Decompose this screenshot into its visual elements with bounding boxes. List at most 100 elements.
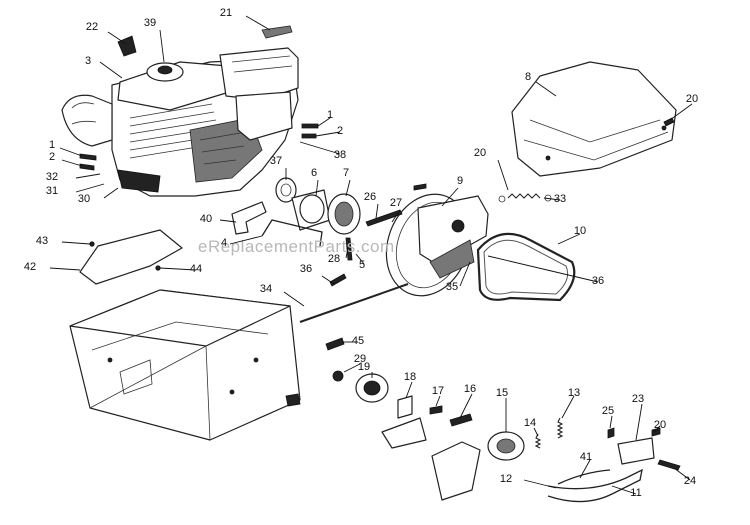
callout-leader-p16 xyxy=(459,393,473,419)
callout-label-p14: 14 xyxy=(524,417,536,429)
callout-label-p6: 6 xyxy=(311,167,317,179)
callout-leader-p1a xyxy=(317,117,331,127)
callout-label-p20b: 20 xyxy=(474,147,486,159)
callout-label-p25: 25 xyxy=(602,405,614,417)
callout-leader-p36b xyxy=(487,255,599,283)
callout-leader-p5 xyxy=(355,253,365,265)
callout-label-p3: 3 xyxy=(85,55,91,67)
callout-leader-p24 xyxy=(673,467,691,481)
callout-leader-p7 xyxy=(345,179,351,197)
callout-label-p13: 13 xyxy=(568,387,580,399)
idler-assembly xyxy=(332,370,525,501)
brake-bracket xyxy=(607,427,681,471)
callout-leader-p6 xyxy=(315,179,319,197)
callout-label-p30: 30 xyxy=(78,193,90,205)
spring-assembly xyxy=(413,117,675,203)
callout-leader-p39 xyxy=(159,29,165,63)
callout-label-p33: 33 xyxy=(554,193,566,205)
callout-label-p18: 18 xyxy=(404,371,416,383)
callout-leader-p32 xyxy=(75,173,101,179)
callout-label-p39: 39 xyxy=(144,17,156,29)
callout-label-p4: 4 xyxy=(221,237,227,249)
frame-housing xyxy=(69,289,301,441)
belt-guard xyxy=(511,61,677,177)
callout-label-p20c: 20 xyxy=(654,419,666,431)
callout-leader-p44 xyxy=(159,267,197,271)
callout-label-p23: 23 xyxy=(632,393,644,405)
callout-leader-p40 xyxy=(219,219,237,223)
callout-leader-p28 xyxy=(345,247,349,259)
callout-leader-p8 xyxy=(535,81,557,97)
callout-label-p21: 21 xyxy=(220,7,232,19)
callout-leader-p21 xyxy=(245,15,271,31)
callout-leader-p25 xyxy=(609,415,613,429)
callout-label-p38: 38 xyxy=(334,149,346,161)
callout-label-p19: 19 xyxy=(358,361,370,373)
callout-leader-p42 xyxy=(49,267,81,271)
callout-leader-p4 xyxy=(229,235,263,245)
callout-label-p11: 11 xyxy=(630,487,641,499)
callout-leader-p29 xyxy=(343,363,361,373)
engine-assembly xyxy=(61,25,319,197)
tension-springs xyxy=(534,417,564,449)
callout-label-p9: 9 xyxy=(457,175,463,187)
callout-leader-p18 xyxy=(405,381,413,399)
callout-label-p29: 29 xyxy=(354,353,366,365)
callout-label-p45: 45 xyxy=(352,335,364,347)
callout-leader-p3 xyxy=(99,61,123,79)
callout-leader-p12 xyxy=(523,479,557,489)
callout-leaders xyxy=(49,15,693,495)
callout-leader-p41 xyxy=(579,459,591,479)
callout-leader-p14 xyxy=(533,427,539,437)
bracket-and-rod xyxy=(231,201,323,247)
callout-leader-p10 xyxy=(557,233,581,245)
callout-label-p7: 7 xyxy=(343,167,349,179)
pulley-plate xyxy=(385,193,489,297)
engine-pulley-stack xyxy=(275,177,403,261)
callout-label-p31: 31 xyxy=(46,185,58,197)
callout-label-p12: 12 xyxy=(500,473,512,485)
callout-label-p40: 40 xyxy=(200,213,212,225)
callout-label-p1b: 1 xyxy=(49,139,55,151)
shaft xyxy=(299,273,409,323)
callout-leader-p27 xyxy=(391,209,401,223)
callout-label-p44: 44 xyxy=(190,263,202,275)
callout-leader-p35 xyxy=(459,261,471,287)
callout-label-p10: 10 xyxy=(574,225,586,237)
callout-leader-p43 xyxy=(61,241,91,245)
callout-label-p35: 35 xyxy=(446,281,458,293)
callout-leader-p20a xyxy=(669,103,693,121)
watermark-text: eReplacementParts.com xyxy=(198,237,395,256)
callout-label-p22: 22 xyxy=(86,21,98,33)
callout-label-p26: 26 xyxy=(364,191,376,203)
callout-leader-p22 xyxy=(107,31,127,45)
callout-leader-p11 xyxy=(611,485,637,495)
callout-leader-p20c xyxy=(653,425,661,433)
engine-shield-plate xyxy=(79,229,183,285)
callout-label-p1a: 1 xyxy=(327,109,333,121)
callout-leader-p23 xyxy=(635,403,643,441)
callout-leader-p36a xyxy=(321,275,335,285)
callout-label-p24: 24 xyxy=(684,475,696,487)
callout-leader-p1b xyxy=(59,147,83,157)
callout-leader-p20b xyxy=(497,159,509,191)
callout-leader-p2a xyxy=(315,131,341,137)
callout-label-p2a: 2 xyxy=(337,125,343,137)
callout-label-p41: 41 xyxy=(580,451,592,463)
callout-leader-p33 xyxy=(543,197,561,201)
callout-leader-p17 xyxy=(435,395,441,407)
callout-leader-p34 xyxy=(283,291,305,307)
callout-label-p5: 5 xyxy=(359,259,365,271)
callout-leader-p38 xyxy=(299,141,341,155)
control-lever xyxy=(547,468,643,503)
callout-label-p2b: 2 xyxy=(49,151,55,163)
callout-label-p34: 34 xyxy=(260,283,272,295)
callout-leader-p13 xyxy=(561,395,575,419)
callout-leader-p9 xyxy=(441,187,459,207)
callout-leader-p31 xyxy=(75,183,105,193)
callout-label-p42: 42 xyxy=(24,261,36,273)
callout-label-p43: 43 xyxy=(36,235,48,247)
